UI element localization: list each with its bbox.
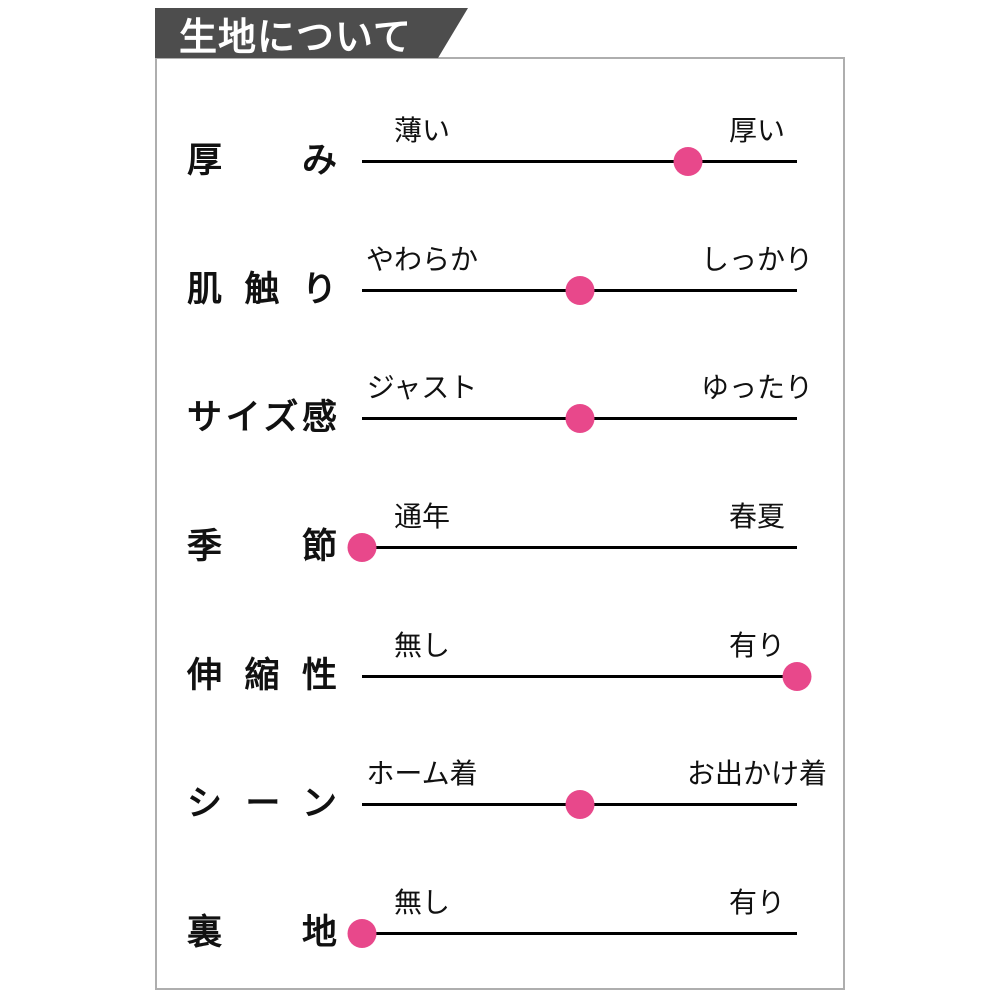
scale-left-label: 無し [393,887,451,919]
fabric-scale-row: 肌触り やわらか しっかり [157,241,843,309]
rows-container: 厚み 薄い 厚い 肌触り やわらか しっかり サイズ感 ジャスト ゆったり 季節… [157,59,843,988]
scale-marker-dot [782,661,812,691]
scale-right-label: 春夏 [728,501,786,532]
page-title: 生地について [179,16,412,59]
scale-right-label: お出かけ着 [686,758,828,790]
scale-left-label: ジャスト [366,372,478,404]
scale-right-label: 有り [728,629,786,661]
scale-track: やわらか しっかり [362,241,813,305]
attribute-label: シーン [187,784,337,824]
scale-right-label: 厚い [728,115,786,146]
scale-marker-dot [347,919,377,949]
fabric-scale-row: サイズ感 ジャスト ゆったり [157,369,843,437]
scale-marker-dot [565,790,594,820]
scale-left-label: 薄い [393,115,451,146]
fabric-scale-row: シーン ホーム着 お出かけ着 [157,755,843,823]
scale-right-label: しっかり [700,243,814,275]
fabric-scale-row: 季節 通年 春夏 [157,498,843,566]
scale-track: 通年 春夏 [347,498,797,562]
scale-right-label: 有り [728,887,786,919]
scale-track: 無し 有り [362,627,812,691]
attribute-label: 季節 [187,527,337,566]
attribute-label: 厚み [187,141,337,180]
scale-left-label: ホーム着 [366,758,478,790]
scale-right-label: ゆったり [700,372,814,404]
scale-marker-dot [565,404,594,434]
attribute-label: 肌触り [187,269,337,309]
scale-track: 無し 有り [347,884,797,949]
scale-marker-dot [347,533,377,562]
fabric-scale-row: 伸縮性 無し 有り [157,627,843,695]
scale-marker-dot [565,275,594,305]
scale-track: ジャスト ゆったり [362,369,813,434]
scale-marker-dot [673,147,703,176]
scale-left-label: 無し [393,629,451,661]
scale-left-label: 通年 [393,501,451,532]
attribute-label: サイズ感 [187,398,337,438]
scale-left-label: やわらか [365,243,479,275]
fabric-scale-row: 厚み 薄い 厚い [157,112,843,180]
section-banner: 生地について [155,8,468,58]
scale-track: 薄い 厚い [362,112,797,176]
attribute-label: 裏地 [187,913,337,953]
scale-track: ホーム着 お出かけ着 [362,755,827,820]
fabric-scale-row: 裏地 無し 有り [157,884,843,952]
attribute-label: 伸縮性 [187,655,337,695]
fabric-info-panel: 厚み 薄い 厚い 肌触り やわらか しっかり サイズ感 ジャスト ゆったり 季節… [155,57,845,990]
